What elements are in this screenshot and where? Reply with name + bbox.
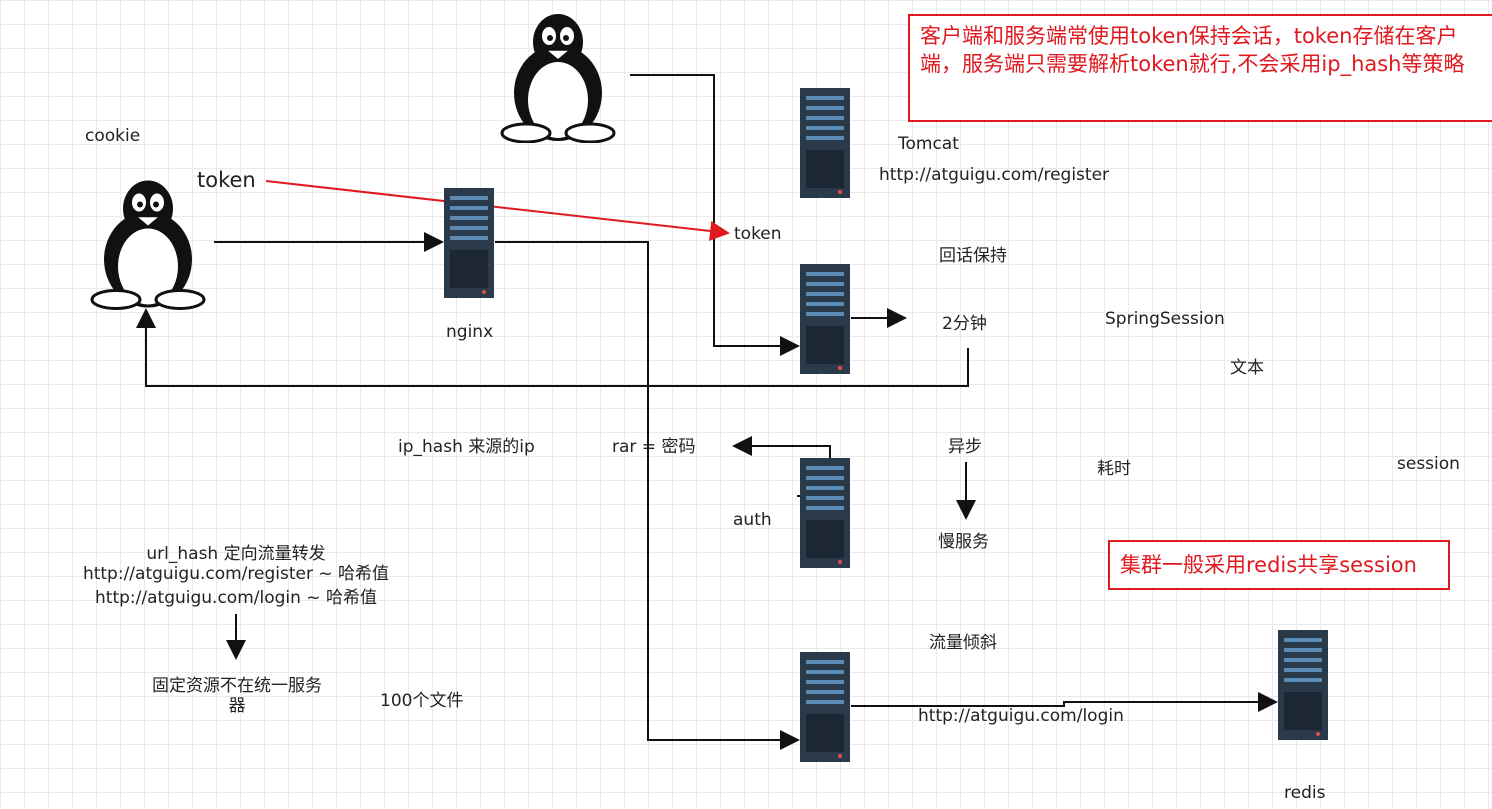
- time-cost-label: 耗时: [1097, 459, 1131, 479]
- async-label: 异步: [948, 437, 982, 457]
- nginx-label: nginx: [446, 322, 494, 342]
- nginx-to-login-server-arrow: [495, 241, 800, 750]
- login-url-label: http://atguigu.com/login: [918, 706, 1124, 726]
- token-note: 客户端和服务端常使用token保持会话，token存储在客户端，服务端只需要解析…: [908, 14, 1492, 122]
- ip-hash-label: ip_hash 来源的ip: [398, 437, 535, 457]
- top-client-to-server-arrow: [630, 74, 800, 356]
- rar-label: rar = 密码: [612, 437, 696, 457]
- files-100-label: 100个文件: [380, 691, 464, 711]
- redis-label: redis: [1284, 783, 1326, 803]
- register-url-label: http://atguigu.com/register: [879, 165, 1110, 185]
- url-hash-line1: url_hash 定向流量转发: [146, 544, 326, 564]
- server-icon: [800, 652, 850, 762]
- server-to-redis-arrow: [851, 692, 1278, 712]
- session-keep-label: 回话保持: [939, 246, 1007, 266]
- traffic-skew-label: 流量倾斜: [929, 633, 997, 653]
- token-red-arrow: [265, 180, 730, 241]
- linux-penguin-icon: [500, 14, 616, 143]
- server-icon: [800, 458, 850, 568]
- redis-session-note: 集群一般采用redis共享session: [1108, 540, 1450, 590]
- linux-penguin-icon: [90, 180, 206, 310]
- two-minutes-label: 2分钟: [942, 314, 987, 334]
- slow-service-label: 慢服务: [938, 532, 989, 552]
- url-hash-line3: http://atguigu.com/login ~ 哈希值: [95, 588, 377, 608]
- spring-session-label: SpringSession: [1105, 309, 1225, 329]
- tomcat-label: Tomcat: [898, 134, 959, 154]
- server-icon: [800, 264, 850, 374]
- fixed-resource-label: 固定资源不在统一服务器: [152, 676, 322, 716]
- server-icon: [444, 188, 494, 298]
- session-back-to-client-arrow: [136, 308, 969, 387]
- token-mid-label: token: [734, 224, 782, 244]
- cookie-label: cookie: [85, 126, 141, 146]
- session-label: session: [1397, 454, 1460, 474]
- server-icon: [1278, 630, 1328, 740]
- auth-label: auth: [733, 510, 772, 530]
- token-label: token: [197, 168, 256, 192]
- text-label: 文本: [1230, 358, 1264, 378]
- server-icon: [800, 88, 850, 198]
- url-hash-line2: http://atguigu.com/register ~ 哈希值: [82, 564, 390, 584]
